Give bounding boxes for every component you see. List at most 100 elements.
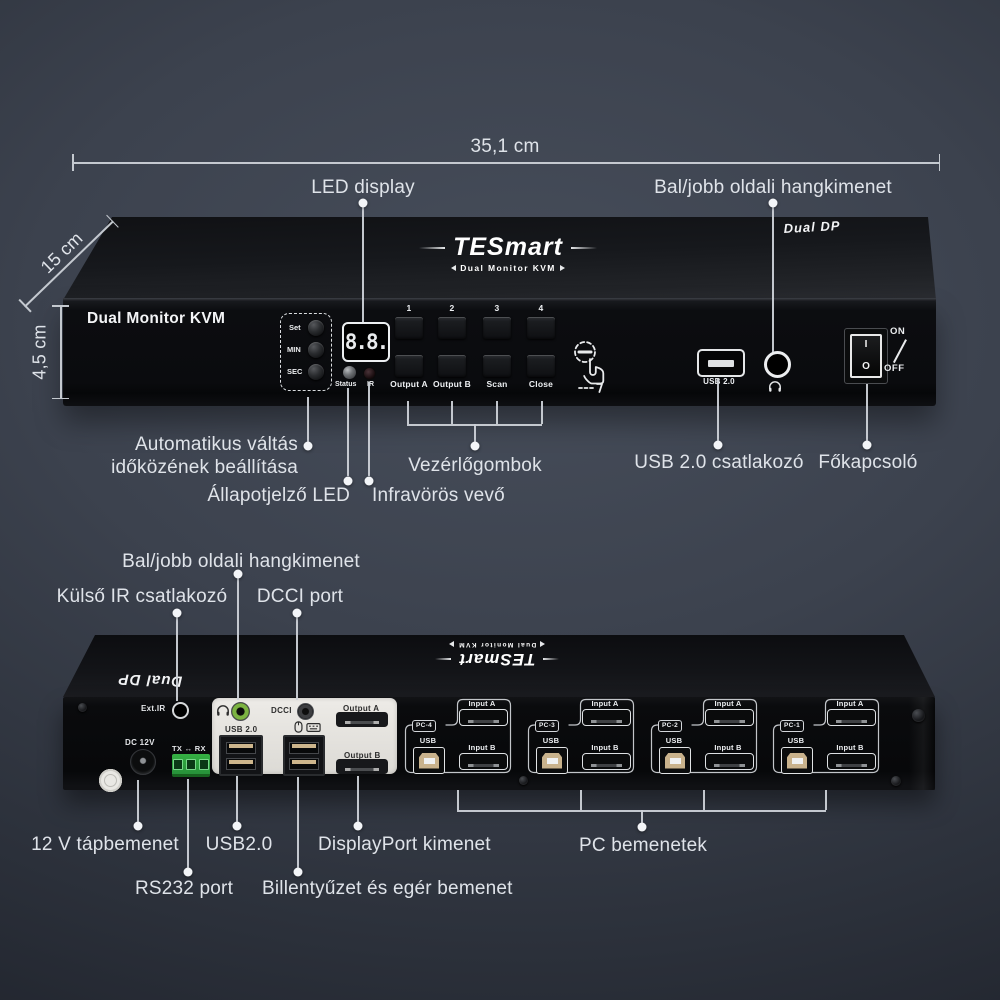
callout-usb-connector: USB 2.0 csatlakozó: [634, 452, 804, 473]
output-a-label: Output A: [390, 379, 428, 389]
input-a-label: Input A: [591, 699, 619, 708]
pc-group-outline: [650, 698, 758, 774]
usb-b-label: USB: [542, 736, 560, 745]
leader-line: [296, 617, 298, 700]
input-b-label: Input B: [836, 743, 864, 752]
usb-tongue: [708, 359, 734, 367]
terminal-slot: [186, 758, 196, 770]
leader-line: [236, 776, 238, 822]
input-a-displayport: [827, 709, 876, 726]
audio-jack-front: [764, 351, 791, 378]
pc-group-outline: [404, 698, 512, 774]
callout-dp-out: DisplayPort kimenet: [318, 834, 491, 855]
pc2-port-group: PC-2 USB Input A Input B: [648, 697, 760, 776]
output-b-button: [438, 355, 466, 377]
logo-left-mark-icon: [540, 641, 546, 648]
dp-slot: [591, 719, 622, 723]
leader-dot: [470, 441, 480, 451]
kvm-front-panel: Dual Monitor KVM Set MIN SEC 8.8. Status…: [63, 300, 936, 406]
power-off-label: OFF: [884, 363, 905, 374]
dimension-tick: [72, 154, 74, 171]
rs232-tx-rx-label: TX ↔ RX: [172, 744, 206, 753]
usb-b-pin: [791, 757, 803, 764]
output-a-displayport: [336, 712, 388, 727]
usb-a-port: [289, 741, 319, 754]
pc2-chip-label: PC-2: [658, 720, 683, 732]
headphone-icon: [217, 705, 229, 716]
set-button: [308, 320, 324, 336]
input-a-label: Input A: [468, 699, 496, 708]
set-label: Set: [289, 323, 301, 332]
leader-dot: [233, 569, 243, 579]
logo-dash-icon: [570, 246, 597, 249]
leader-dot: [353, 821, 363, 831]
brand-name-rear: TESmart: [458, 650, 536, 669]
dp-slot: [468, 719, 499, 723]
status-led: [343, 366, 356, 379]
screw-icon: [78, 703, 87, 712]
pc3-chip-label: PC-3: [535, 720, 560, 732]
scan-button: [483, 355, 511, 377]
pc1-chip-label: PC-1: [780, 720, 805, 732]
callout-rs232: RS232 port: [134, 878, 234, 899]
dcci-label: DCCI: [271, 706, 292, 715]
usb-b-inner: [419, 752, 439, 769]
pc4-port-group: PC-4 USB Input A Input B: [402, 697, 514, 776]
leader-dot: [862, 440, 872, 450]
headphone-icon: [769, 381, 781, 392]
output-a-label: Output A: [343, 704, 380, 713]
usb-b-port: [413, 747, 445, 774]
dual-dp-badge-front: Dual DP: [783, 218, 841, 236]
status-label: Status: [335, 381, 357, 388]
key-4-label: 4: [538, 303, 544, 313]
leader-dot: [183, 867, 193, 877]
callout-ir-receiver: Infravörös vevő: [372, 485, 505, 506]
usb-b-port: [781, 747, 813, 774]
height-dimension-line: [52, 305, 69, 399]
dp-slot: [836, 763, 867, 767]
led-display: 8.8.: [342, 322, 390, 362]
usb-b-inner: [787, 752, 807, 769]
callout-auto-switch-line2: időközének beállítása: [111, 457, 298, 478]
sec-button: [308, 364, 324, 380]
output-b-displayport: [336, 759, 388, 774]
leader-line: [187, 779, 189, 868]
usb-a-port: [226, 741, 256, 754]
leader-line: [866, 384, 868, 441]
bracket-stub: [457, 790, 459, 810]
leader-line: [772, 207, 774, 352]
dp-slot: [345, 768, 379, 771]
leader-dot: [637, 822, 647, 832]
leader-dot: [343, 476, 353, 486]
power-o-mark: O: [862, 361, 870, 372]
dp-slot: [714, 719, 745, 723]
leader-line: [717, 379, 719, 441]
power-on-label: ON: [890, 326, 906, 337]
input-b-label: Input B: [468, 743, 496, 752]
logo-right-mark-icon: [559, 265, 565, 271]
usb-b-pin: [546, 757, 558, 764]
screw-icon: [891, 776, 901, 786]
leader-dot: [713, 440, 723, 450]
leader-dot: [768, 198, 778, 208]
rs232-terminal-block: [172, 754, 210, 777]
dp-slot: [591, 763, 622, 767]
leader-dot: [172, 608, 182, 618]
key-2-button: [438, 317, 466, 339]
output-a-button: [395, 355, 423, 377]
dc-12v-label: DC 12V: [125, 738, 155, 747]
dc-power-jack: [130, 749, 156, 775]
pc-group-outline: [527, 698, 635, 774]
callout-audio-out-rear: Bal/jobb oldali hangkimenet: [122, 551, 360, 572]
bracket-stub: [496, 401, 498, 424]
usb-b-pin: [669, 757, 681, 764]
terminal-slot: [199, 758, 209, 770]
dimension-tick: [52, 305, 69, 307]
terminal-slot: [173, 758, 183, 770]
usb-b-inner: [665, 752, 685, 769]
bracket-stub: [541, 401, 543, 424]
close-label: Close: [528, 379, 554, 389]
dimension-tick: [52, 397, 69, 399]
key-4-button: [527, 317, 555, 339]
bracket-stub: [825, 790, 827, 810]
